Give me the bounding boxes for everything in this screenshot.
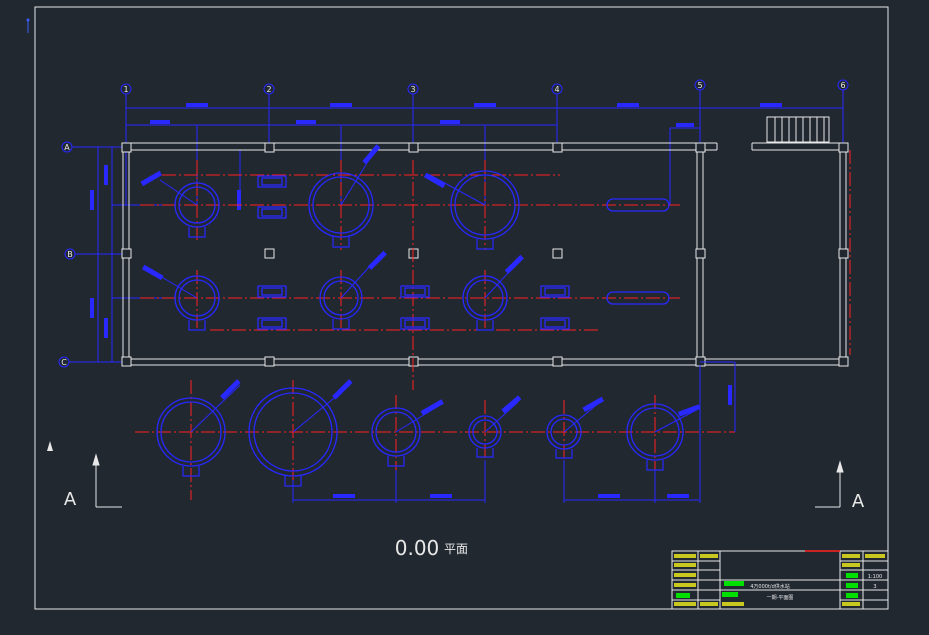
title-block-scale: 1:100 [868,574,882,580]
tank-labels [140,144,701,417]
bottom-dimension-chain [292,361,736,503]
drawing-title-suffix: 平面 [444,542,468,556]
row-label-b: B [67,250,73,259]
tank-vessels [156,170,684,477]
tank-supports [182,227,664,487]
section-marker-left [92,453,122,508]
center-lines [135,150,851,500]
column-axis-bubbles [120,79,849,95]
title-block-sheet: 3 [873,584,876,590]
column-label-4: 4 [554,85,559,94]
section-label-right: A [852,491,865,512]
section-marker-right [815,460,844,508]
pumps [257,175,570,330]
title-block-drawing-name: 一期-平面图 [767,595,794,601]
left-dimension-chain [97,147,241,362]
axis-leader-lines [69,90,844,363]
dimension-values [90,103,782,405]
column-label-5: 5 [697,81,702,90]
row-label-a: A [64,143,70,152]
column-label-3: 3 [410,85,415,94]
ucs-axis-icon [26,18,30,33]
drawing-frame [34,6,889,610]
north-marker-icon [47,441,53,451]
bottom-dimension-values [333,494,689,498]
title-block [671,550,889,610]
drawing-title: 0.00 [395,536,440,560]
title-block-fields [676,573,858,598]
title-block-labels [674,554,885,606]
row-label-c: C [61,358,67,367]
section-label-left: A [64,489,77,510]
horizontal-vessels [606,198,670,305]
column-label-2: 2 [266,85,271,94]
stair [766,116,830,143]
column-label-6: 6 [840,81,845,90]
title-block-project: 4万000t/d供水站 [750,583,790,590]
column-label-1: 1 [123,85,128,94]
